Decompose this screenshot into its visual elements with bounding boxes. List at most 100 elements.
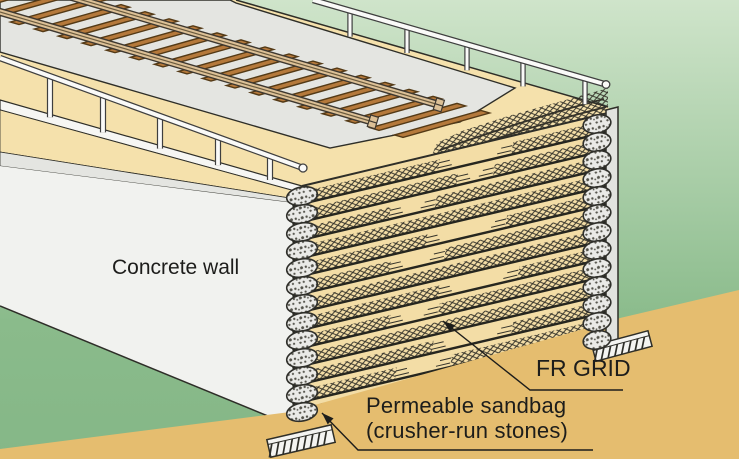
railroad-tie: [391, 109, 493, 139]
footing-hatch: [593, 349, 598, 362]
rails: [0, 0, 446, 130]
geogrid-mesh-band: [295, 228, 607, 314]
footing-hatch: [614, 343, 619, 357]
mesh-ragged-edge: [437, 159, 452, 169]
geogrid-layer-line: [292, 203, 607, 280]
railroad-tie: [295, 81, 397, 110]
footing-hatch: [607, 345, 612, 359]
left-footing: [265, 423, 337, 459]
railing-end-ball: [298, 163, 308, 173]
geogrid-layer-line: [292, 167, 607, 244]
mesh-ragged-edge: [503, 269, 519, 279]
geogrid-mesh-band: [295, 314, 391, 350]
railroad-tie: [0, 0, 60, 17]
footing-hatch: [620, 342, 625, 355]
geogrid-layer-line: [292, 149, 607, 226]
footing-hatch: [600, 347, 605, 360]
grid-layers: [292, 120, 607, 424]
geogrid-mesh-band: [511, 120, 607, 155]
railroad-tie: [319, 88, 421, 117]
sandbag-leader: [321, 412, 593, 451]
wall-bottom-edge: [0, 305, 303, 431]
footing-hatch: [275, 441, 280, 457]
footing-hatch: [323, 430, 328, 446]
geogrid-mesh-band: [505, 192, 607, 228]
mesh-ragged-edge: [425, 234, 440, 244]
permeable-sandbag-label: Permeable sandbag (crusher-run stones): [366, 393, 569, 443]
rail-far: [67, 0, 446, 113]
geogrid-mesh-band: [295, 234, 428, 278]
geogrid-layer-line: [292, 239, 607, 316]
mesh-ragged-edge: [437, 285, 452, 295]
geogrid-mesh-band: [450, 318, 607, 367]
mesh-ragged-edge: [388, 261, 403, 270]
geogrid-mesh-band: [295, 340, 434, 386]
geogrid-layer-line: [292, 257, 607, 334]
footing-hatch: [641, 336, 646, 350]
railing-end-ball: [601, 80, 611, 89]
footing-hatch: [295, 437, 300, 452]
geogrid-mesh-band: [295, 159, 440, 206]
footing-hatch: [634, 338, 639, 351]
mesh-ragged-edge: [388, 315, 403, 324]
railroad-tie: [127, 32, 229, 61]
geogrid-mesh-band: [295, 367, 397, 404]
concrete-wall-label: Concrete wall: [112, 256, 240, 279]
railing-rail-highlight: [312, 0, 607, 87]
ground: [0, 290, 739, 459]
geogrid-mesh-band: [295, 174, 607, 260]
left-sandbag-column: [285, 185, 319, 423]
geogrid-mesh-band: [443, 210, 607, 261]
geogrid-mesh-band: [492, 138, 607, 177]
footing-hatch: [302, 435, 307, 450]
face-top-edge: [301, 111, 613, 187]
railroad-tie: [271, 74, 373, 103]
geogrid-mesh-band: [437, 264, 607, 316]
railway-track: [0, 0, 493, 139]
rail-end-cap: [366, 114, 380, 130]
mesh-ragged-edge: [394, 367, 410, 377]
rail-near: [0, 7, 380, 130]
mesh-ragged-edge: [497, 325, 513, 335]
geogrid-layer-line: [292, 293, 607, 370]
mesh-ragged-edge: [497, 145, 513, 155]
railroad-tie: [0, 0, 11, 3]
fr-grid-arrowhead: [443, 321, 456, 332]
railroad-tie: [55, 10, 157, 40]
near-railing: [0, 54, 308, 180]
geogrid-layer-line: [292, 131, 607, 208]
footing-hatch: [309, 434, 314, 449]
mesh-ragged-edge: [420, 199, 436, 209]
railroad-tie: [223, 60, 325, 89]
fr-grid-label: FR GRID: [536, 355, 631, 381]
railroad-tie: [151, 39, 253, 68]
fr-grid-leader: [442, 320, 623, 391]
geogrid-layer-line: [292, 275, 607, 352]
footing-hatch: [268, 443, 273, 458]
mesh-ragged-edge: [429, 250, 445, 261]
geogrid-layer-line: [292, 221, 607, 298]
railroad-tie: [247, 67, 349, 96]
mesh-ragged-edge: [490, 218, 507, 228]
mesh-ragged-edge: [435, 357, 452, 367]
geogrid-mesh-band: [511, 300, 607, 335]
railroad-tie: [103, 25, 205, 54]
geogrid-mesh-band: [295, 173, 459, 224]
railroad-tie: [199, 53, 301, 82]
railing-rail-highlight: [0, 56, 304, 170]
geogrid-layer-line: [292, 185, 607, 262]
railroad-ties: [0, 0, 493, 139]
mesh-ragged-edge: [478, 167, 494, 177]
geogrid-mesh-band: [295, 260, 391, 296]
mesh-ragged-edge: [388, 207, 403, 216]
geogrid-mesh-band: [295, 285, 440, 332]
geogrid-mesh-band: [295, 206, 391, 242]
footing-hatch: [282, 440, 287, 455]
rail-end-cap: [432, 97, 446, 113]
right-sandbag-column: [582, 113, 612, 351]
deck-far-edge: [235, 0, 609, 108]
footing-hatch: [316, 432, 321, 447]
mesh-ragged-edge: [423, 306, 439, 316]
